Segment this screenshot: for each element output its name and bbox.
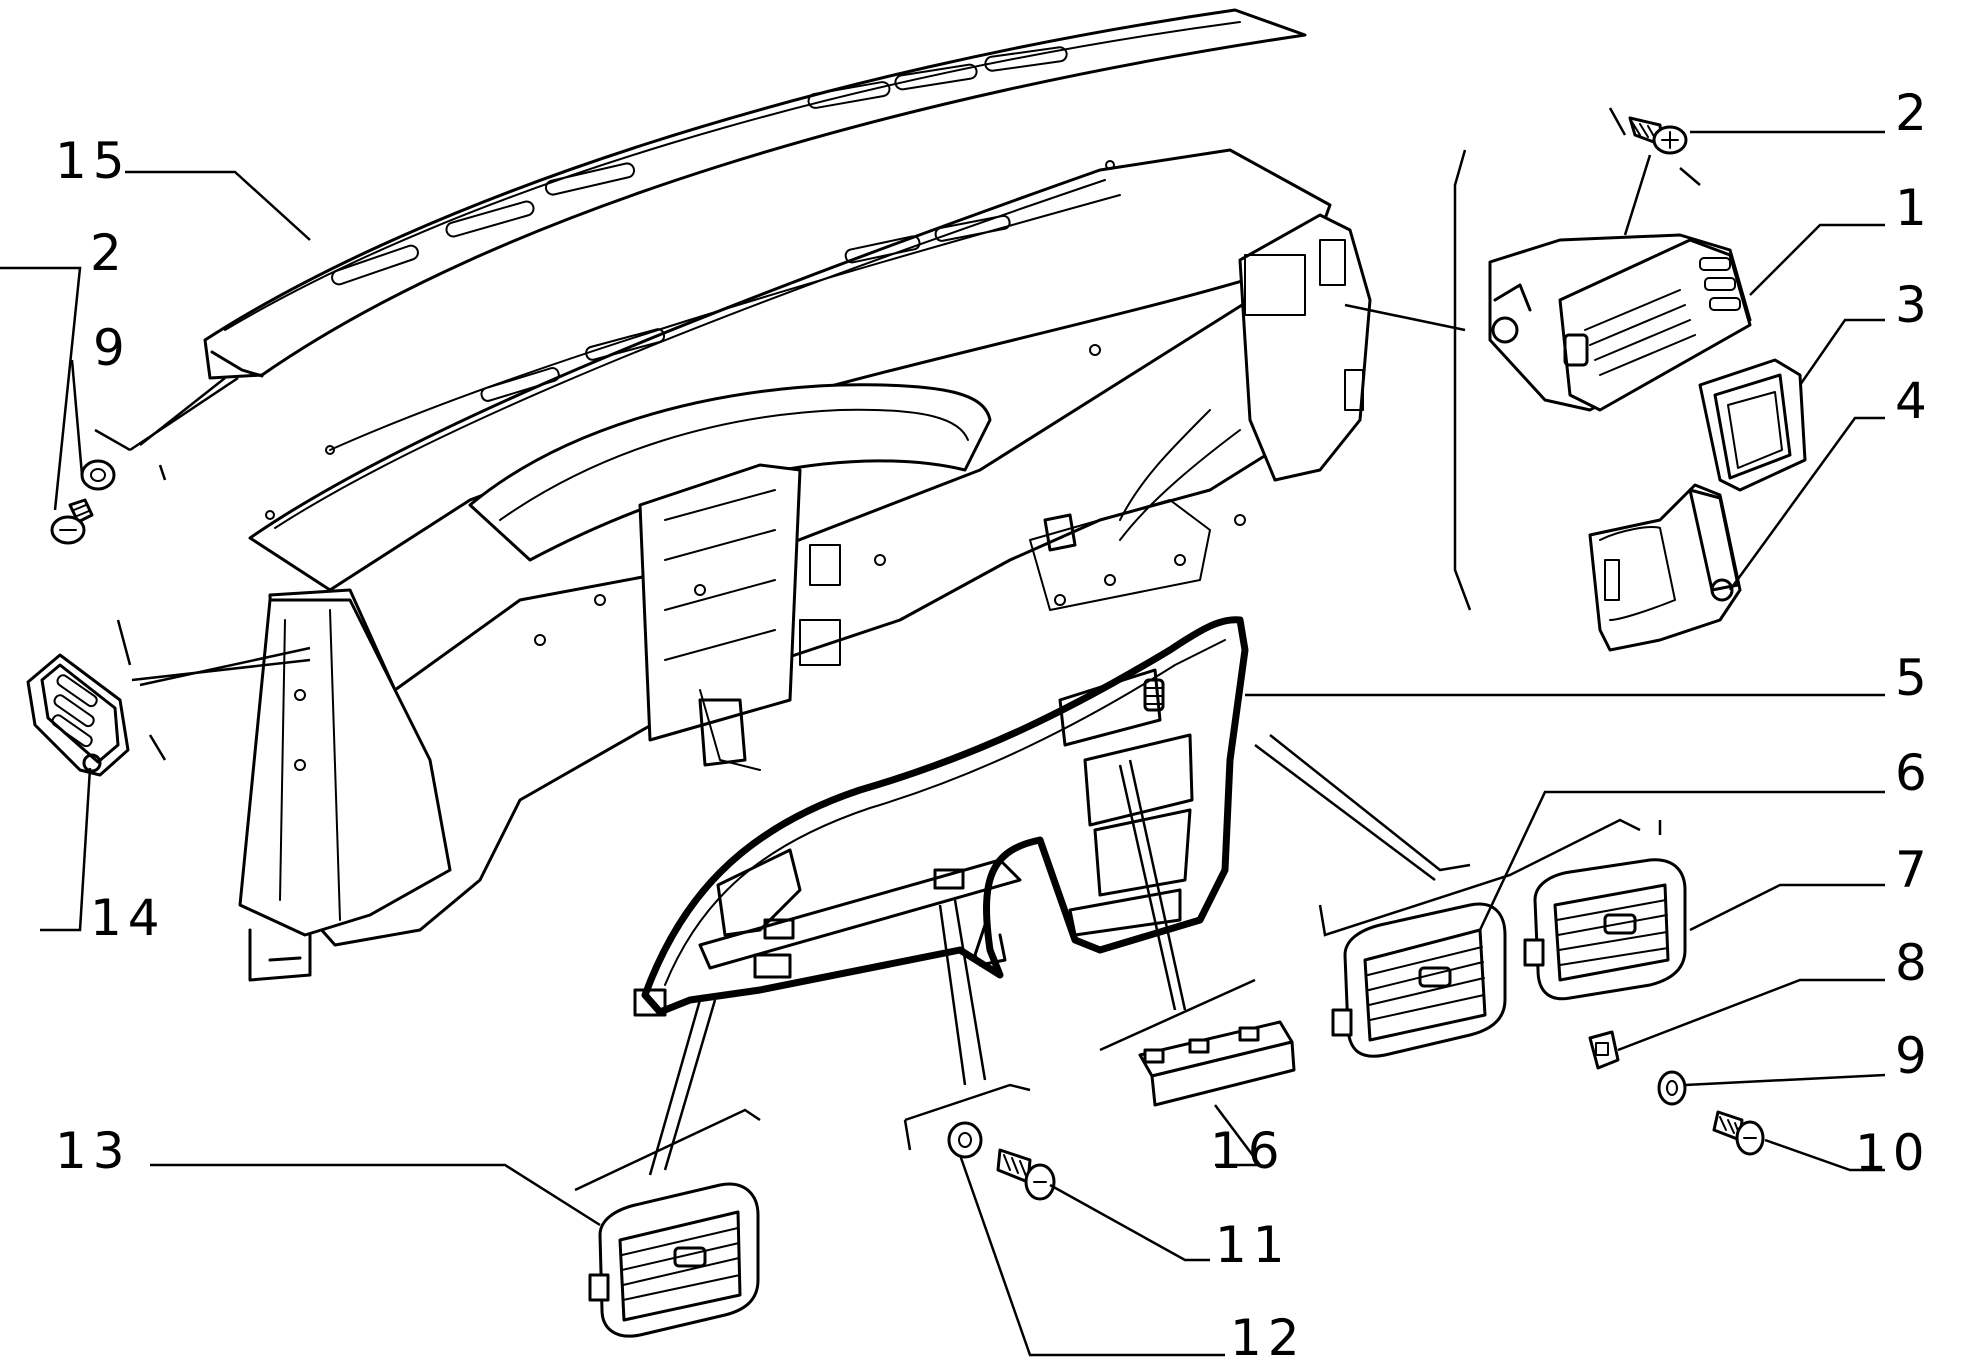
part-1-right-air-vent [1488,233,1752,412]
part-16-trim-strip [1138,1020,1296,1107]
part-11-screw-bottom [996,1148,1056,1201]
callout-1: 1 [1895,179,1933,237]
part-14-left-side-vent [26,653,130,777]
callout-9-left: 9 [93,319,131,377]
part-8-clip-nut [1588,1030,1620,1070]
part-7-right-vent [1523,858,1687,1001]
part-2-screw-left [50,498,94,545]
part-15-top-trim-strip [203,8,1307,380]
callout-16: 16 [1210,1122,1286,1180]
callout-8: 8 [1895,934,1933,992]
leader-lines [0,107,1886,1357]
callout-14: 14 [90,889,166,947]
callout-11: 11 [1215,1216,1291,1274]
callout-9-right: 9 [1895,1027,1933,1085]
part-13-lower-left-vent [588,1182,760,1338]
callout-13: 13 [55,1122,131,1180]
part-6-centre-vent-a [1331,902,1507,1058]
part-9-washer-left [80,459,116,491]
callout-12: 12 [1230,1309,1306,1357]
part-5-lower-fascia [633,616,1249,1017]
dashboard-carrier-frame [238,148,1372,982]
callout-labels: 15 2 9 14 13 2 1 3 4 5 6 7 8 9 10 16 11 … [55,84,1933,1357]
part-12-washer-bottom [947,1121,983,1159]
callout-15: 15 [55,132,131,190]
callout-2-left: 2 [90,224,128,282]
callout-5: 5 [1895,649,1933,707]
callout-6: 6 [1895,744,1933,802]
callout-2-right: 2 [1895,84,1933,142]
part-4-air-duct [1588,483,1742,652]
part-3-vent-grille-insert [1698,358,1807,492]
part-9-washer-right [1657,1070,1687,1106]
callout-7: 7 [1895,841,1933,899]
callout-10: 10 [1855,1124,1931,1182]
part-10-screw-right [1712,1110,1765,1156]
part-2-screw-upper [1628,116,1688,155]
callout-4: 4 [1895,372,1933,430]
callout-3: 3 [1895,276,1933,334]
